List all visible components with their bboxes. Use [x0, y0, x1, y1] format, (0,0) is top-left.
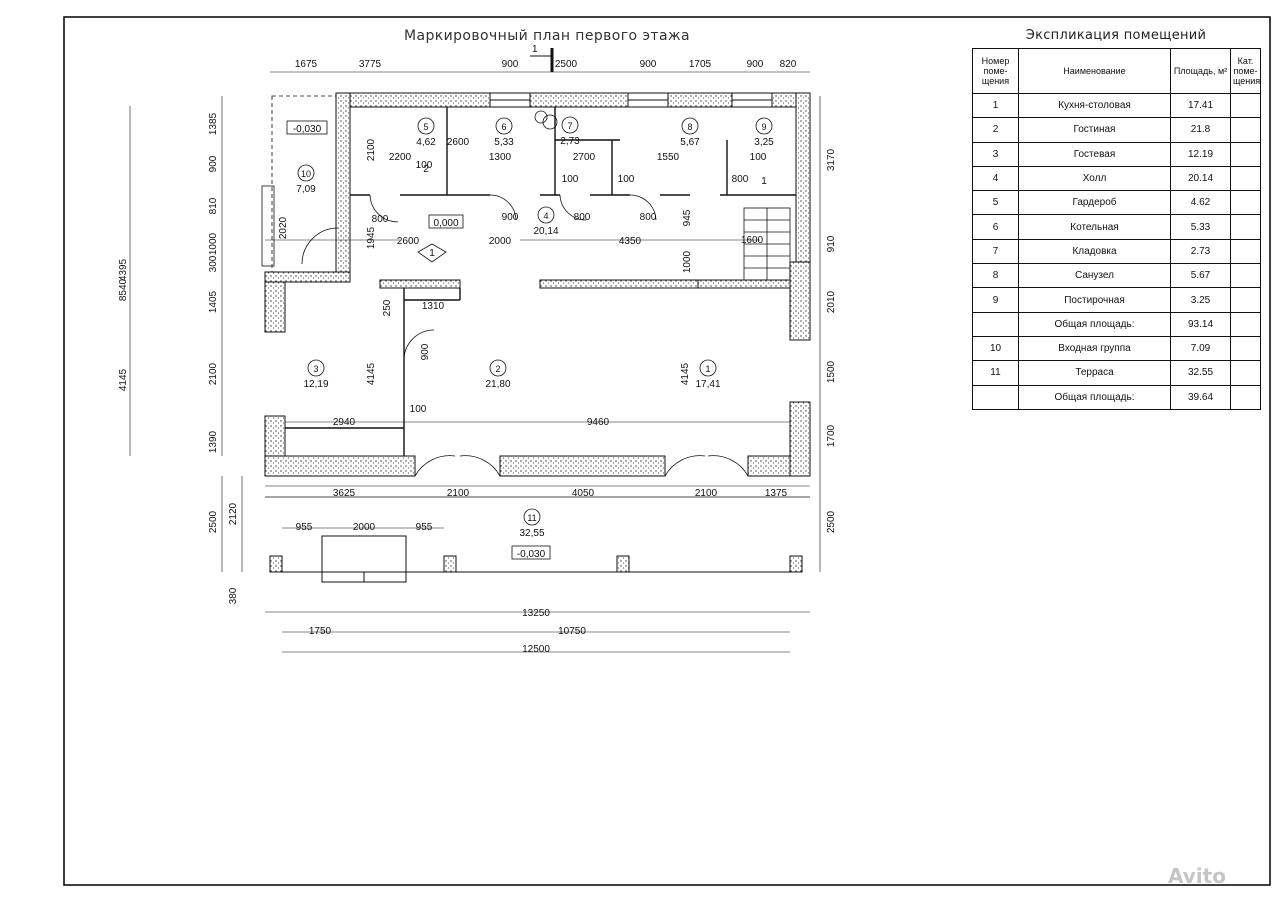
- row-name: Общая площадь:: [1018, 311, 1171, 337]
- row-area: 3.25: [1170, 287, 1231, 313]
- header-category: Кат. поме- щения: [1230, 48, 1261, 94]
- row-area: 93.14: [1170, 311, 1231, 337]
- row-area: 39.64: [1170, 384, 1231, 410]
- terrace: [265, 496, 810, 583]
- door-swings: [301, 194, 749, 477]
- row-name: Санузел: [1018, 263, 1171, 289]
- row-name: Постирочная: [1018, 287, 1171, 313]
- entry-porch: [261, 95, 337, 273]
- drawing-title: Маркировочный план первого этажа: [404, 28, 690, 44]
- level-mark-boxes: [286, 110, 558, 560]
- explication-row: Общая площадь:39.64: [972, 384, 1261, 410]
- row-num: [972, 384, 1019, 410]
- row-num: 10: [972, 335, 1019, 362]
- row-area: 2.73: [1170, 238, 1231, 265]
- explication-row: Общая площадь:93.14: [972, 311, 1261, 337]
- row-name: Гостиная: [1018, 117, 1171, 143]
- row-category: [1230, 165, 1261, 192]
- row-name: Гардероб: [1018, 190, 1171, 216]
- row-category: [1230, 92, 1261, 119]
- interior-partitions: [285, 107, 796, 456]
- row-area: 5.33: [1170, 214, 1231, 240]
- row-num: 9: [972, 287, 1019, 313]
- sheet-frame: [63, 16, 1271, 886]
- row-area: 4.62: [1170, 190, 1231, 216]
- row-category: [1230, 335, 1261, 362]
- avito-watermark: Avito: [1168, 864, 1226, 888]
- row-num: 11: [972, 360, 1019, 386]
- row-category: [1230, 384, 1261, 410]
- row-name: Общая площадь:: [1018, 384, 1171, 410]
- row-name: Терраса: [1018, 360, 1171, 386]
- dimension-lines: [129, 71, 821, 653]
- header-name: Наименование: [1018, 48, 1171, 94]
- explication-title: Экспликация помещений: [1025, 28, 1207, 43]
- row-area: 7.09: [1170, 335, 1231, 362]
- row-num: 7: [972, 238, 1019, 265]
- header-num: Номер поме- щения: [972, 48, 1019, 94]
- row-num: 8: [972, 263, 1019, 289]
- row-name: Кладовка: [1018, 238, 1171, 265]
- row-name: Котельная: [1018, 214, 1171, 240]
- explication-table: Номер поме- щения Наименование Площадь, …: [972, 48, 1261, 410]
- row-category: [1230, 238, 1261, 265]
- row-num: 5: [972, 190, 1019, 216]
- row-num: 6: [972, 214, 1019, 240]
- row-num: 1: [972, 92, 1019, 119]
- row-category: [1230, 311, 1261, 337]
- row-category: [1230, 141, 1261, 167]
- row-category: [1230, 190, 1261, 216]
- row-area: 20.14: [1170, 165, 1231, 192]
- row-area: 5.67: [1170, 263, 1231, 289]
- row-num: 4: [972, 165, 1019, 192]
- row-category: [1230, 117, 1261, 143]
- row-num: [972, 311, 1019, 337]
- row-area: 32.55: [1170, 360, 1231, 386]
- row-category: [1230, 360, 1261, 386]
- row-name: Гостевая: [1018, 141, 1171, 167]
- row-name: Холл: [1018, 165, 1171, 192]
- header-area: Площадь, м²: [1170, 48, 1231, 94]
- row-num: 2: [972, 117, 1019, 143]
- row-num: 3: [972, 141, 1019, 167]
- row-category: [1230, 287, 1261, 313]
- row-area: 21.8: [1170, 117, 1231, 143]
- staircase: [743, 207, 791, 281]
- explication-header-row: Номер поме- щения Наименование Площадь, …: [972, 48, 1261, 94]
- row-name: Кухня-столовая: [1018, 92, 1171, 119]
- exterior-walls: [264, 92, 811, 477]
- row-category: [1230, 214, 1261, 240]
- row-area: 12.19: [1170, 141, 1231, 167]
- row-name: Входная группа: [1018, 335, 1171, 362]
- svg-text:1: 1: [532, 44, 538, 55]
- row-area: 17.41: [1170, 92, 1231, 119]
- row-category: [1230, 263, 1261, 289]
- section-mark: 1: [530, 44, 554, 72]
